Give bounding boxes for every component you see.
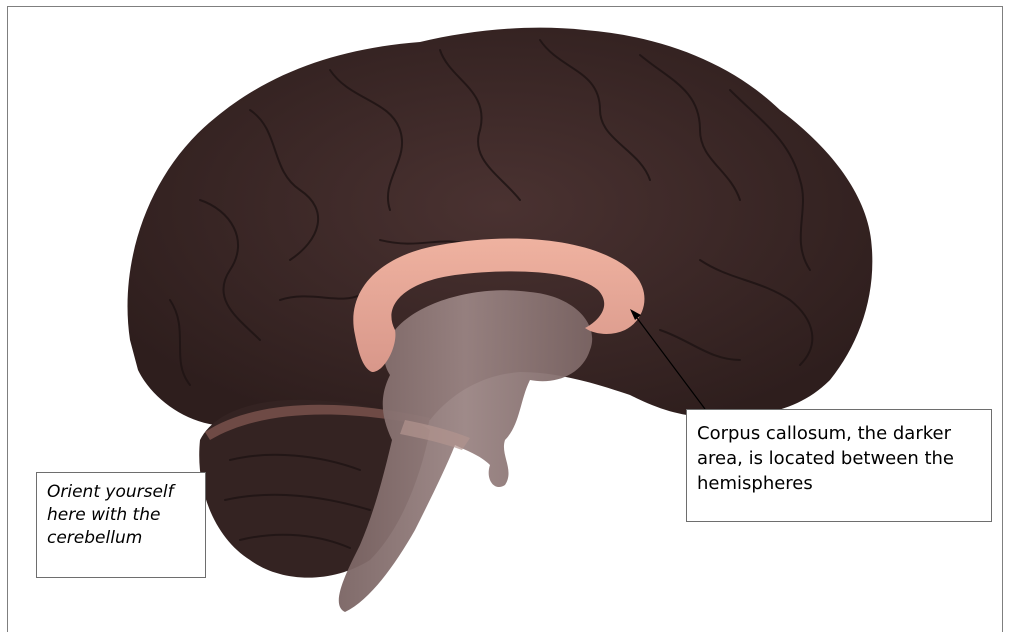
cerebellum-label: Orient yourself here with the cerebellum: [36, 472, 206, 578]
corpus-callosum-label: Corpus callosum, the darker area, is loc…: [686, 409, 992, 522]
